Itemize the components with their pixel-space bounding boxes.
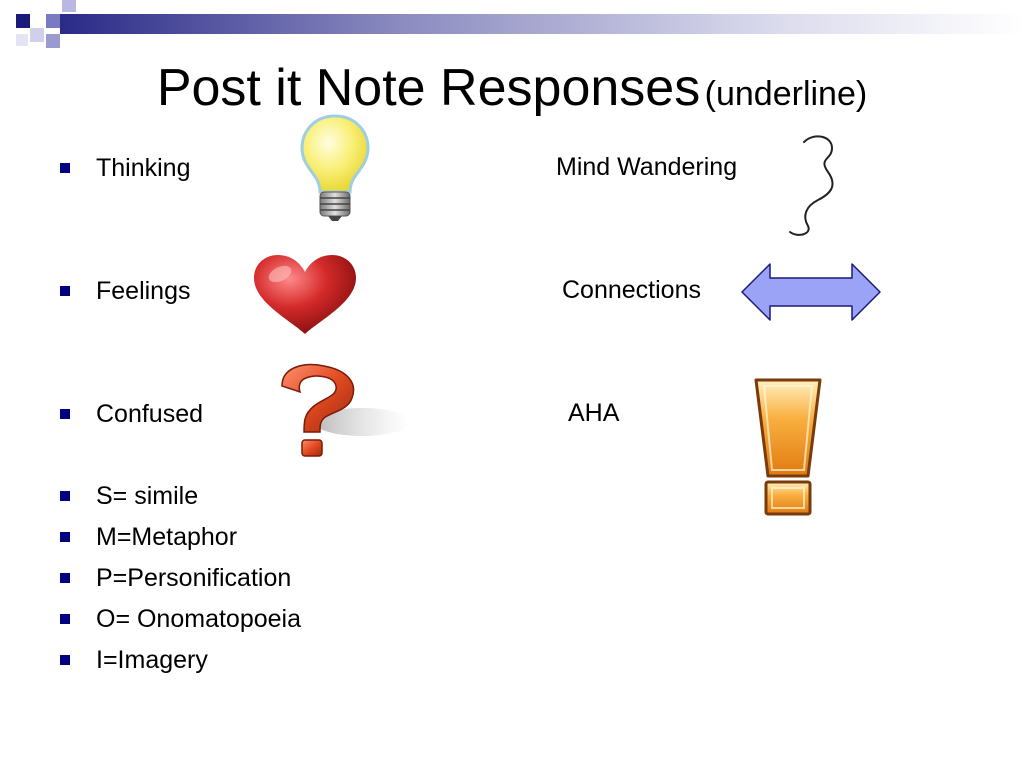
double-arrow-icon (741, 263, 881, 321)
bullet-square-icon (60, 409, 70, 419)
bullet-item: Feelings (60, 276, 191, 306)
bullet-square-icon (60, 532, 70, 542)
bullet-text: Confused (96, 399, 204, 428)
bullet-square-icon (60, 163, 70, 173)
label-aha: AHA (568, 399, 620, 427)
bullet-item: Confused (60, 399, 203, 429)
bullet-text: Thinking (96, 153, 191, 182)
bullet-item: Thinking (60, 153, 191, 183)
bullet-item: I=Imagery (60, 645, 208, 675)
bullet-square-icon (60, 614, 70, 624)
title-sub: (underline) (704, 75, 868, 113)
exclamation-icon (754, 378, 822, 516)
bullet-item: M=Metaphor (60, 522, 237, 552)
question-mark-icon (281, 363, 410, 457)
bullet-square-icon (60, 655, 70, 665)
bullet-text: O= Onomatopoeia (96, 604, 301, 633)
bullet-square-icon (60, 573, 70, 583)
bullet-item: O= Onomatopoeia (60, 604, 301, 634)
header-decoration (16, 0, 1024, 48)
bullet-text: M=Metaphor (96, 522, 238, 551)
bullet-text: I=Imagery (96, 645, 208, 674)
heart-icon (254, 255, 356, 334)
label-connections: Connections (562, 276, 701, 304)
bullet-square-icon (60, 286, 70, 296)
bullet-item: P=Personification (60, 563, 291, 593)
label-mind-wandering: Mind Wandering (556, 153, 738, 181)
bullet-square-icon (60, 491, 70, 501)
bullet-text: Feelings (96, 276, 191, 305)
squiggle-icon (789, 135, 834, 236)
title-main: Post it Note Responses (156, 59, 701, 117)
lightbulb-icon (300, 114, 370, 221)
bullet-text: P=Personification (96, 563, 292, 592)
bullet-item: S= simile (60, 481, 198, 511)
bullet-text: S= simile (96, 481, 199, 510)
slide-title: Post it Note Responses (underline) (0, 58, 1024, 118)
